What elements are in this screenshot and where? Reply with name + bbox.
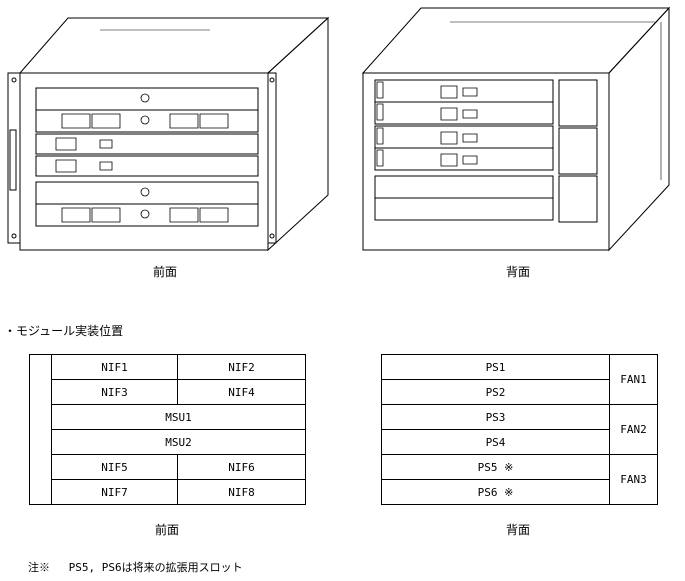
front-chassis-illustration <box>0 0 330 260</box>
slot-nif3: NIF3 <box>51 379 178 405</box>
footnote-text: PS5, PS6は将来の拡張用スロット <box>68 561 243 574</box>
slot-nif7: NIF7 <box>51 479 178 505</box>
front-image-caption: 前面 <box>152 265 177 279</box>
rear-image-caption: 背面 <box>505 265 530 279</box>
slot-ps6: PS6 ※ <box>381 479 610 505</box>
footnote-marker: 注※ <box>28 561 50 574</box>
slot-msu1: MSU1 <box>51 404 306 430</box>
section-title: ・モジュール実装位置 <box>4 324 124 338</box>
slot-ps2: PS2 <box>381 379 610 405</box>
slot-nif6: NIF6 <box>177 454 306 480</box>
slot-nif4: NIF4 <box>177 379 306 405</box>
rear-table-caption: 背面 <box>505 523 530 537</box>
front-table-caption: 前面 <box>154 523 179 537</box>
footnote: 注※ PS5, PS6は将来の拡張用スロット <box>28 559 243 575</box>
slot-nif8: NIF8 <box>177 479 306 505</box>
slot-msu2: MSU2 <box>51 429 306 455</box>
front-slot-table: NIF1 NIF2 NIF3 NIF4 MSU1 MSU2 NIF5 NIF6 … <box>29 354 306 505</box>
slot-fan1: FAN1 <box>609 354 658 405</box>
slot-nif2: NIF2 <box>177 354 306 380</box>
slot-ps5: PS5 ※ <box>381 454 610 480</box>
slot-fan2: FAN2 <box>609 404 658 455</box>
rear-chassis-illustration <box>355 0 685 260</box>
slot-nif1: NIF1 <box>51 354 178 380</box>
slot-ps4: PS4 <box>381 429 610 455</box>
slot-ps1: PS1 <box>381 354 610 380</box>
slot-ps3: PS3 <box>381 404 610 430</box>
front-table-side-column <box>29 354 52 505</box>
rear-slot-table: PS1 FAN1 PS2 PS3 FAN2 PS4 PS5 ※ FAN3 PS6… <box>381 354 658 505</box>
slot-fan3: FAN3 <box>609 454 658 505</box>
slot-nif5: NIF5 <box>51 454 178 480</box>
